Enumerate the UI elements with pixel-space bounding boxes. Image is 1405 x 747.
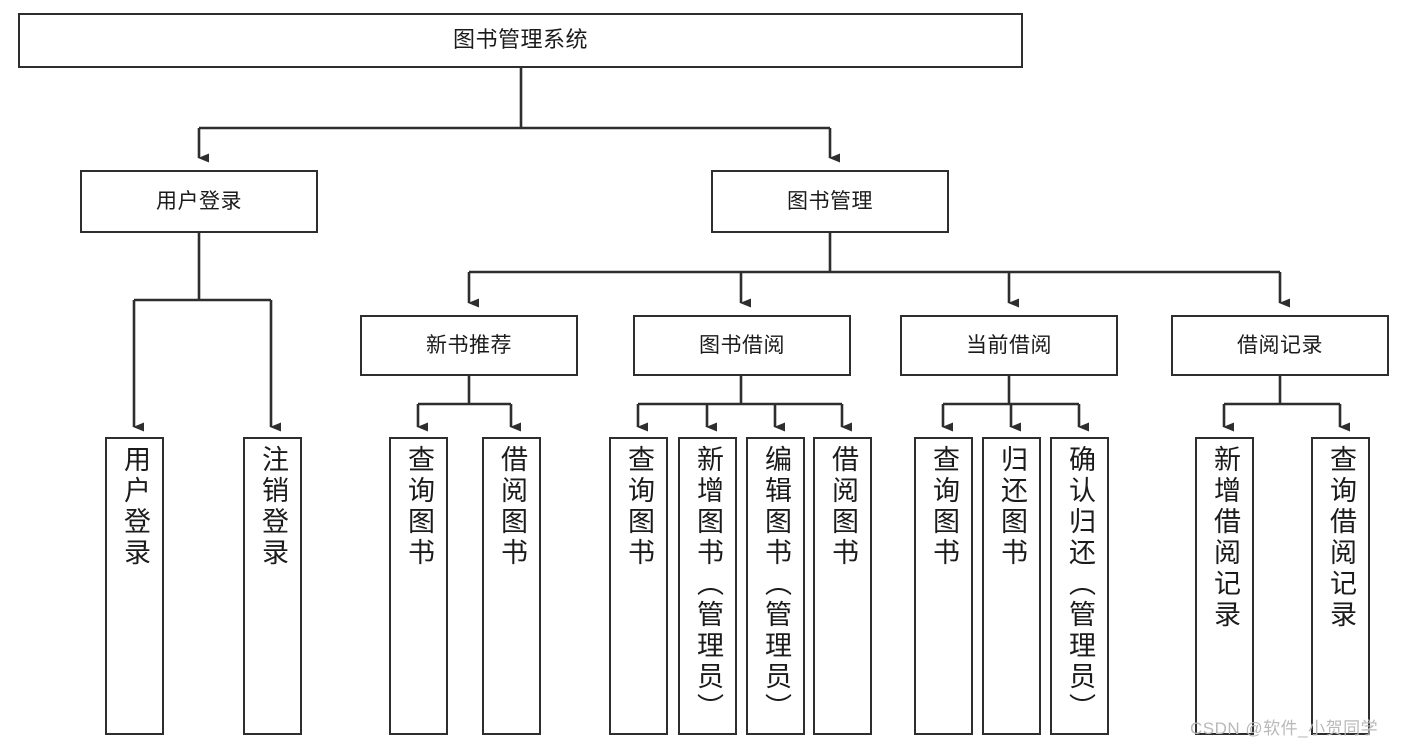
node-label: 当前借阅 (966, 333, 1052, 357)
leaf-confirm-return[interactable]: 确认归还（管理员） (1050, 437, 1109, 735)
node-label: 注销登录 (258, 445, 288, 569)
node-label: 图书管理系统 (452, 27, 588, 53)
node-new-book-recommend[interactable]: 新书推荐 (360, 315, 578, 376)
node-label: 新书推荐 (426, 333, 512, 357)
node-borrow-record[interactable]: 借阅记录 (1171, 315, 1389, 376)
node-label: 确认归还（管理员） (1065, 445, 1095, 724)
leaf-logout[interactable]: 注销登录 (243, 437, 302, 735)
leaf-query-book-recommend[interactable]: 查询图书 (389, 437, 448, 735)
leaf-borrow-book[interactable]: 借阅图书 (813, 437, 872, 735)
leaf-query-book-current[interactable]: 查询图书 (914, 437, 973, 735)
node-label: 图书借阅 (699, 333, 785, 357)
leaf-add-book[interactable]: 新增图书（管理员） (678, 437, 737, 735)
node-book-manage[interactable]: 图书管理 (711, 170, 949, 233)
node-root-system[interactable]: 图书管理系统 (18, 13, 1023, 68)
node-label: 查询图书 (624, 445, 654, 569)
node-label: 新增图书（管理员） (693, 445, 723, 724)
leaf-user-login[interactable]: 用户登录 (105, 437, 164, 735)
leaf-query-borrow-record[interactable]: 查询借阅记录 (1311, 437, 1370, 735)
leaf-edit-book[interactable]: 编辑图书（管理员） (746, 437, 805, 735)
leaf-borrow-book-recommend[interactable]: 借阅图书 (482, 437, 541, 735)
node-label: 查询借阅记录 (1326, 445, 1356, 631)
node-label: 图书管理 (787, 189, 873, 213)
watermark-text: CSDN @软件_小贺同学 (1190, 719, 1379, 738)
node-book-borrow[interactable]: 图书借阅 (633, 315, 851, 376)
leaf-return-book[interactable]: 归还图书 (982, 437, 1041, 735)
node-label: 用户登录 (156, 189, 242, 213)
node-label: 借阅图书 (497, 445, 527, 569)
leaf-query-book-borrow[interactable]: 查询图书 (609, 437, 668, 735)
node-label: 借阅图书 (828, 445, 858, 569)
node-label: 用户登录 (120, 445, 150, 569)
node-label: 编辑图书（管理员） (761, 445, 791, 724)
node-label: 归还图书 (997, 445, 1027, 569)
node-label: 查询图书 (929, 445, 959, 569)
node-label: 借阅记录 (1237, 333, 1323, 357)
leaf-add-borrow-record[interactable]: 新增借阅记录 (1195, 437, 1254, 735)
node-label: 查询图书 (404, 445, 434, 569)
node-current-borrow[interactable]: 当前借阅 (900, 315, 1118, 376)
node-label: 新增借阅记录 (1210, 445, 1240, 631)
node-user-login[interactable]: 用户登录 (80, 170, 318, 233)
